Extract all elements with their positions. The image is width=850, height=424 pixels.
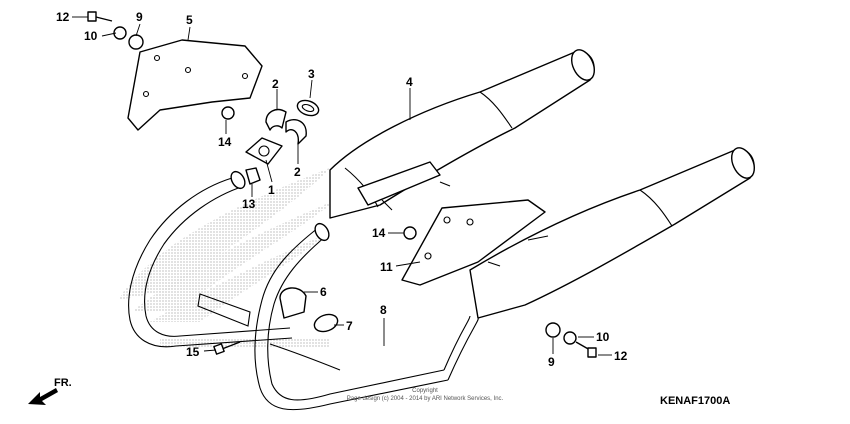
callout-7: 7 <box>346 319 353 333</box>
callout-13: 13 <box>242 197 256 211</box>
copyright-line-2: Page design (c) 2004 - 2014 by ARI Netwo… <box>347 396 504 402</box>
bolt-lower-left <box>213 341 241 355</box>
callout-12: 12 <box>56 10 70 24</box>
watermark-wing-logo <box>118 168 336 348</box>
callout-3: 3 <box>308 67 315 81</box>
callout-5: 5 <box>186 13 193 27</box>
callout-14-lower: 14 <box>372 226 386 240</box>
collar-lower <box>285 118 307 145</box>
callout-4: 4 <box>406 75 413 89</box>
callout-15: 15 <box>186 345 200 359</box>
exhaust-pipe <box>128 170 479 411</box>
callout-6: 6 <box>320 285 327 299</box>
callout-10-lower: 10 <box>596 330 610 344</box>
callout-2-lower: 2 <box>294 165 301 179</box>
pipe-joint <box>313 313 339 333</box>
front-direction-label: FR. <box>54 377 72 389</box>
callout-14: 14 <box>218 135 232 149</box>
muffler-lower <box>469 147 756 319</box>
diagram-code: KENAF1700A <box>660 395 730 407</box>
nut-upper <box>221 106 235 120</box>
nut-lower <box>403 226 417 240</box>
fastener-stack-lower <box>545 322 597 358</box>
heat-shield <box>127 39 263 131</box>
bracket-plate <box>401 199 549 286</box>
leader-lines <box>72 16 612 356</box>
muffler-upper-bracket <box>357 161 451 211</box>
callout-9-lower: 9 <box>548 355 555 369</box>
copyright-line-1: Copyright <box>412 388 438 394</box>
collar-upper <box>265 108 287 131</box>
callout-1: 1 <box>268 183 275 197</box>
gasket <box>245 137 283 165</box>
front-direction-arrow-icon <box>28 388 58 405</box>
fastener-stack-upper <box>87 11 144 50</box>
clamp <box>279 287 307 319</box>
gasket-ring <box>296 99 320 117</box>
callout-11: 11 <box>380 260 393 274</box>
callout-12-lower: 12 <box>614 349 628 363</box>
callout-9: 9 <box>136 10 143 24</box>
nut <box>245 167 261 185</box>
callout-10: 10 <box>84 29 98 43</box>
callout-8: 8 <box>380 303 387 317</box>
callout-2: 2 <box>272 77 279 91</box>
